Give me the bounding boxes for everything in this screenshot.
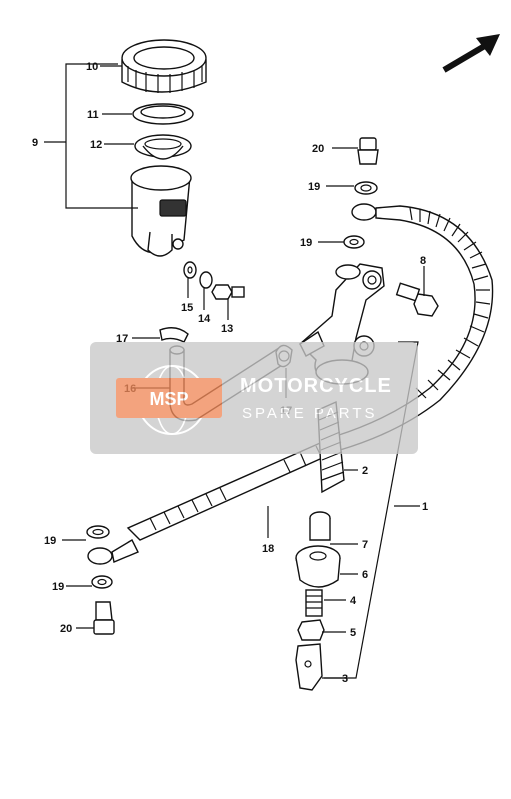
label-19-lower-a: 19 xyxy=(44,535,56,547)
bolt-13 xyxy=(211,284,245,300)
washer-15 xyxy=(183,261,197,279)
label-15: 15 xyxy=(181,302,193,314)
spring-seat-6 xyxy=(295,545,341,588)
label-9: 9 xyxy=(32,137,38,149)
group-bracket-9 xyxy=(44,63,138,209)
label-14: 14 xyxy=(198,313,211,325)
label-11: 11 xyxy=(87,109,99,121)
label-20-top: 20 xyxy=(312,143,324,155)
watermark-logo: MSP xyxy=(149,389,188,409)
label-5: 5 xyxy=(350,627,356,639)
washer-14 xyxy=(199,271,213,289)
push-rod-piston-7 xyxy=(309,511,331,541)
label-3: 3 xyxy=(342,673,348,685)
watermark-line-2: SPARE PARTS xyxy=(242,405,378,422)
label-20-bottom: 20 xyxy=(60,623,72,635)
label-19-top: 19 xyxy=(308,181,320,193)
label-19-mid: 19 xyxy=(300,237,312,249)
label-12: 12 xyxy=(90,139,102,151)
label-19-lower-b: 19 xyxy=(52,581,64,593)
label-1: 1 xyxy=(422,501,428,513)
banjo-bolt-20-bottom xyxy=(93,601,115,635)
label-10: 10 xyxy=(86,61,98,73)
adjuster-rod-4 xyxy=(305,589,323,617)
label-4: 4 xyxy=(350,595,357,607)
label-7: 7 xyxy=(362,539,368,551)
lock-nut-5 xyxy=(297,619,325,641)
watermark-line-1: MOTORCYCLE xyxy=(240,375,392,397)
brake-hose-18 xyxy=(87,203,494,565)
banjo-bolt-20-top xyxy=(357,137,379,165)
watermark: MSP MOTORCYCLE SPARE PARTS xyxy=(90,342,418,454)
washer-19-mid xyxy=(343,235,365,249)
washer-19-top xyxy=(354,181,378,195)
front-direction-arrow-icon xyxy=(442,34,500,73)
washer-19-lower-a xyxy=(86,525,110,539)
washer-19-lower-b xyxy=(91,575,113,589)
diaphragm xyxy=(134,134,192,160)
mounting-bolt-8 xyxy=(395,282,439,317)
reservoir-cap xyxy=(121,39,207,93)
clevis-3 xyxy=(295,643,323,691)
label-2: 2 xyxy=(362,465,368,477)
hose-clamp-17a xyxy=(159,327,189,343)
label-18: 18 xyxy=(262,543,274,555)
label-13: 13 xyxy=(221,323,233,335)
cap-diaphragm-plate xyxy=(132,103,194,125)
label-6: 6 xyxy=(362,569,368,581)
label-8: 8 xyxy=(420,255,426,267)
reservoir-body xyxy=(130,165,192,257)
